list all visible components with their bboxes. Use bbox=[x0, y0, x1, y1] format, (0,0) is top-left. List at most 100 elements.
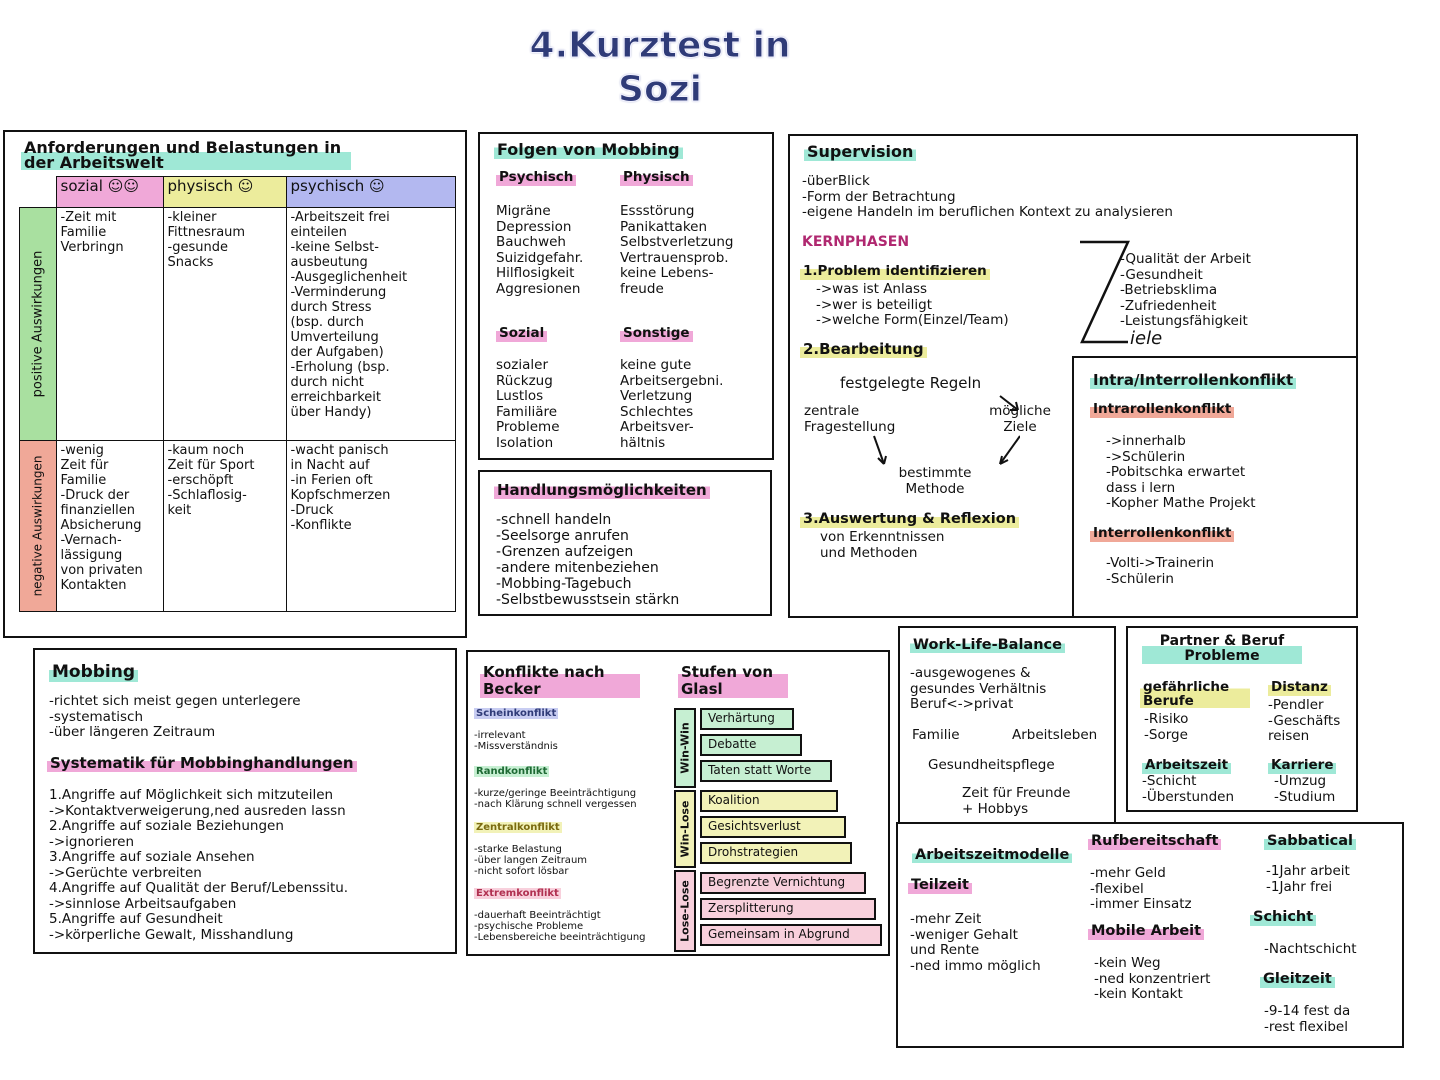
mobil-list: -kein Weg-ned konzentriert-kein Kontakt bbox=[1094, 955, 1210, 1003]
list-item: Zeit für Sport bbox=[167, 458, 255, 473]
list-item: -kein Weg bbox=[1094, 955, 1161, 971]
list-item: Snacks bbox=[167, 255, 214, 270]
list-item: freude bbox=[620, 280, 664, 297]
table-header-row: sozial ☺☺ physisch ☺ psychisch ☺ bbox=[20, 176, 456, 208]
list-item: -Schülerin bbox=[1106, 570, 1174, 587]
list-item: Zeit für Freunde bbox=[962, 785, 1071, 801]
list-item: -mehr Zeit bbox=[910, 911, 982, 927]
list-item: Beruf<->privat bbox=[910, 696, 1014, 712]
list-item: ->wer is beteiligt bbox=[816, 296, 933, 313]
list-item: -Grenzen aufzeigen bbox=[496, 544, 634, 560]
row-negative-label: negative Auswirkungen bbox=[30, 455, 45, 597]
sabbatical-list: -1Jahr arbeit-1Jahr frei bbox=[1266, 863, 1350, 895]
list-item: -Arbeitszeit frei bbox=[290, 210, 390, 225]
glasl-step-9: Gemeinsam in Abgrund bbox=[700, 924, 882, 946]
gleitzeit-list: -9-14 fest da-rest flexibel bbox=[1264, 1003, 1350, 1035]
list-item: -kein Kontakt bbox=[1094, 986, 1183, 1002]
ziele-list: -Qualität der Arbeit-Gesundheit-Betriebs… bbox=[1120, 251, 1251, 330]
running-icon: ☺ bbox=[237, 177, 254, 195]
list-item: Bauchweh bbox=[496, 234, 566, 250]
list-item: -Druck bbox=[290, 503, 334, 518]
list-item: keine gute bbox=[620, 357, 692, 373]
list-item: ->innerhalb bbox=[1106, 433, 1186, 449]
list-item: 3.Angriffe auf soziale Ansehen bbox=[49, 849, 255, 865]
list-item: -Pobitschka erwartet bbox=[1106, 464, 1246, 480]
list-item: durch Stress bbox=[290, 300, 372, 315]
list-item: -weniger Gehalt bbox=[910, 926, 1018, 943]
list-item: -Betriebsklima bbox=[1120, 282, 1218, 298]
col-header-sozial: sozial ☺☺ bbox=[55, 176, 164, 208]
list-item: + Hobbys bbox=[962, 800, 1029, 817]
col-header-physisch: physisch ☺ bbox=[162, 176, 287, 208]
list-item: von Erkenntnissen bbox=[820, 529, 945, 545]
list-item: -Erholung (bsp. bbox=[290, 360, 390, 375]
extremkonflikt-list: -dauerhaft Beeinträchtigt-psychische Pro… bbox=[474, 910, 646, 943]
list-item: -wacht panisch bbox=[290, 443, 389, 458]
list-item: -Zufriedenheit bbox=[1120, 297, 1217, 314]
list-item: Familiäre bbox=[496, 403, 558, 420]
zentralkonflikt-list: -starke Belastung-über langen Zeitraum-n… bbox=[474, 844, 587, 877]
list-item: -Selbstbewusstsein stärkn bbox=[496, 592, 680, 608]
randkonflikt-heading: Randkonflikt bbox=[474, 766, 550, 777]
list-item: -Leistungsfähigkeit bbox=[1120, 313, 1248, 329]
ruf-heading: Rufbereitschaft bbox=[1088, 833, 1222, 850]
list-item: -gesunde bbox=[167, 240, 228, 255]
band-win-win: Win-Win bbox=[674, 708, 696, 788]
phase-2-heading: 2.Bearbeitung bbox=[800, 341, 927, 358]
list-item: -Missverständnis bbox=[474, 741, 558, 752]
list-item: -richtet sich meist gegen unterlegere bbox=[49, 693, 301, 709]
list-item: ausbeutung bbox=[290, 255, 368, 270]
list-item: -Volti->Trainerin bbox=[1106, 555, 1215, 571]
col-header-psychisch: psychisch ☺ bbox=[285, 176, 456, 208]
list-item: -Sorge bbox=[1144, 726, 1188, 743]
list-item: -Schlaflosig- bbox=[167, 488, 247, 503]
list-item: -ausgewogenes & bbox=[910, 665, 1031, 681]
list-item: Panikattaken bbox=[620, 218, 708, 235]
wlb-heading: Work-Life-Balance bbox=[910, 637, 1065, 653]
phase-3-heading: 3.Auswertung & Reflexion bbox=[800, 511, 1020, 528]
ziele-suffix: iele bbox=[1130, 328, 1163, 349]
gleitzeit-heading: Gleitzeit bbox=[1260, 971, 1335, 988]
list-item: Absicherung bbox=[60, 518, 142, 533]
supervision-intro: -überBlick-Form der Betrachtung-eigene H… bbox=[802, 173, 1173, 221]
people-icon: ☺☺ bbox=[107, 177, 139, 195]
list-item: Selbstverletzung bbox=[620, 234, 734, 250]
list-item: -dauerhaft Beeinträchtigt bbox=[474, 910, 601, 921]
list-item: keine Lebens- bbox=[620, 265, 714, 281]
list-item: ->Gerüchte verbreiten bbox=[49, 864, 202, 881]
list-item: -Studium bbox=[1274, 788, 1336, 805]
ziele-z-icon bbox=[1080, 240, 1130, 344]
title-line-1: 4.Kurztest in bbox=[529, 25, 791, 67]
list-item: -Überstunden bbox=[1142, 788, 1235, 805]
list-item: -Vernach- bbox=[60, 533, 122, 548]
phase-1-list: ->was ist Anlass->wer is beteiligt->welc… bbox=[816, 281, 1009, 329]
handlung-list: -schnell handeln-Seelsorge anrufen-Grenz… bbox=[496, 512, 679, 608]
scheinkonflikt-list: -irrelevant-Missverständnis bbox=[474, 730, 558, 752]
list-item: und Methoden bbox=[820, 544, 918, 561]
list-item: -rest flexibel bbox=[1264, 1018, 1348, 1035]
list-item: Schlechtes bbox=[620, 403, 694, 420]
konflikte-box: Konflikte nach Becker Stufen von Glasl S… bbox=[466, 650, 890, 956]
glasl-step-1: Verhärtung bbox=[700, 708, 794, 730]
list-item: ->sinnlose Arbeitsaufgaben bbox=[49, 895, 237, 912]
list-item: -Zeit mit bbox=[60, 210, 117, 225]
list-item: -nach Klärung schnell vergessen bbox=[474, 799, 637, 810]
list-item: -Umzug bbox=[1274, 773, 1327, 789]
folgen-physisch-heading: Physisch bbox=[620, 169, 693, 186]
becker-heading: Konflikte nach Becker bbox=[480, 664, 640, 698]
glasl-step-2: Debatte bbox=[700, 734, 802, 756]
list-item: -Nachtschicht bbox=[1264, 941, 1357, 957]
list-item: -Lebensbereiche beeinträchtigung bbox=[474, 932, 646, 943]
inter-list: -Volti->Trainerin-Schülerin bbox=[1106, 555, 1215, 587]
list-item: -über langen Zeitraum bbox=[474, 855, 588, 866]
list-item: ->Schülerin bbox=[1106, 448, 1186, 465]
list-item: -in Ferien oft bbox=[290, 473, 373, 488]
list-item: durch nicht bbox=[290, 375, 364, 390]
